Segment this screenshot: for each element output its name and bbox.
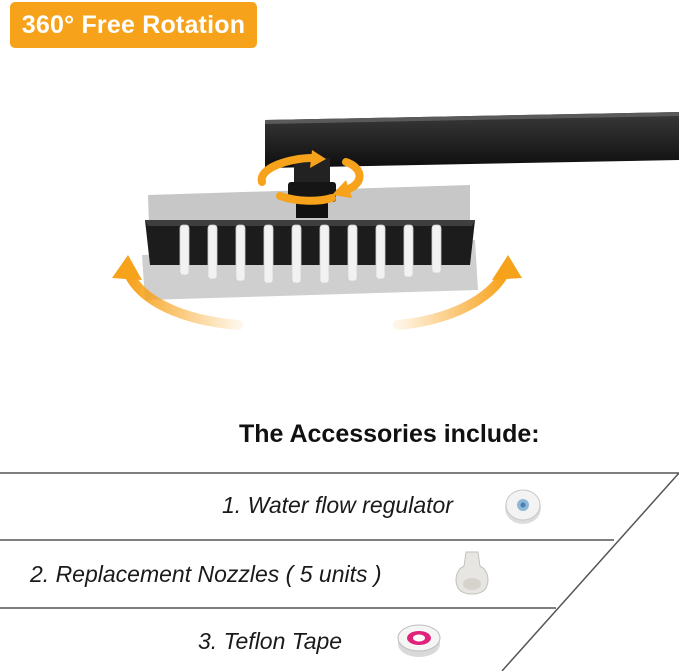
rotation-badge: 360° Free Rotation xyxy=(10,2,257,48)
list-item: 2. Replacement Nozzles ( 5 units ) xyxy=(30,561,382,587)
rotation-ring-icon xyxy=(257,150,364,205)
list-item: 1. Water flow regulator xyxy=(222,492,453,518)
flow-regulator-icon xyxy=(505,489,541,524)
teflon-tape-icon xyxy=(397,624,441,657)
shower-arm xyxy=(265,112,679,168)
shower-head-illustration xyxy=(112,112,679,330)
shower-head xyxy=(145,220,475,265)
nozzle-icon xyxy=(455,551,489,595)
rotation-badge-label: 360° Free Rotation xyxy=(21,10,246,39)
accessories-list: 1. Water flow regulator 2. Replacement N… xyxy=(0,472,679,671)
accessories-dividers xyxy=(0,472,679,671)
tilt-arrow-right-icon xyxy=(393,255,522,330)
accessories-heading: The Accessories include: xyxy=(239,420,540,448)
tilt-arrow-left-icon xyxy=(112,255,243,330)
shower-nozzles xyxy=(179,224,442,284)
list-item: 3. Teflon Tape xyxy=(198,628,343,654)
